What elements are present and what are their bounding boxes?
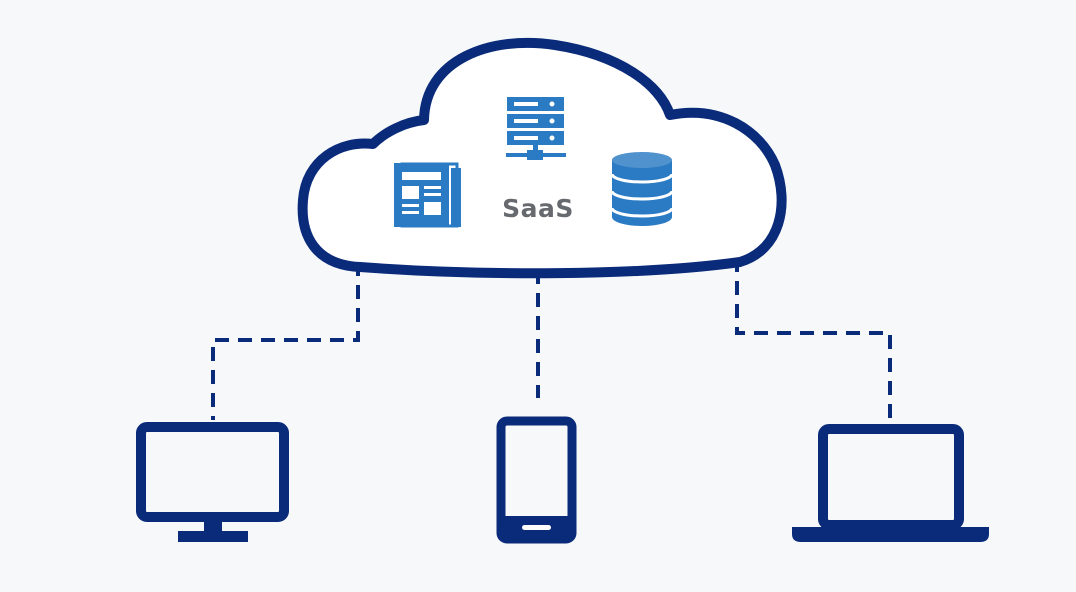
smartphone-icon (496, 416, 577, 544)
newspaper-document-icon (394, 162, 461, 228)
database-icon (610, 152, 674, 226)
saas-label: SaaS (502, 194, 574, 223)
server-rack-icon (506, 97, 566, 160)
desktop-monitor-icon (136, 422, 289, 542)
connector-desktop (211, 262, 360, 420)
laptop-icon (792, 424, 989, 542)
connectors (211, 258, 892, 420)
connector-laptop (735, 258, 892, 420)
